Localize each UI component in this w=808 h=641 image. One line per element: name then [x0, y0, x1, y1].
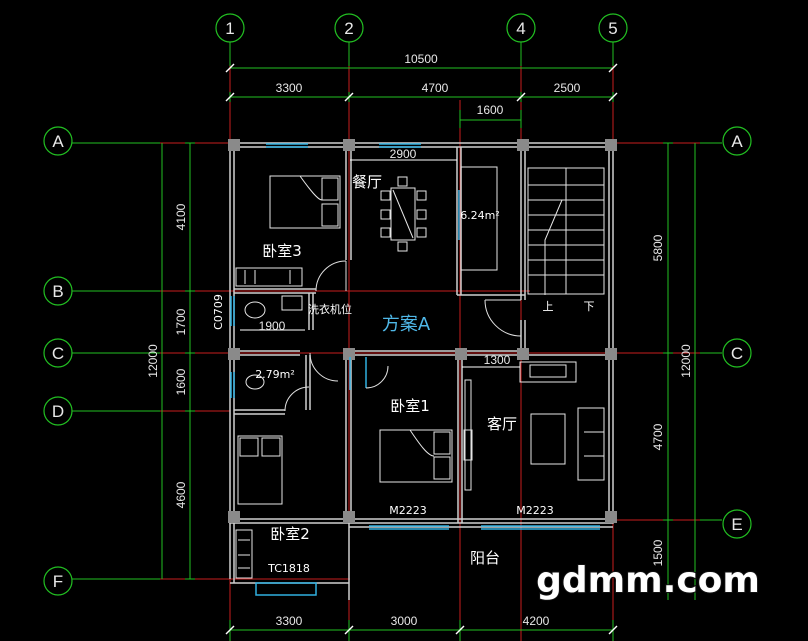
dim-bottom-2: 3000 — [391, 614, 418, 628]
kitchen-counter — [460, 166, 498, 271]
axis-bubbles-right — [722, 126, 752, 539]
dim-right-total: 12000 — [679, 344, 693, 378]
axis-bubbles-top — [215, 13, 628, 43]
plan-title: 方案A — [382, 314, 431, 335]
room-living: 客厅 — [487, 415, 517, 433]
area-bath: 2.79m² — [255, 368, 295, 381]
axis-label-right-e: E — [731, 515, 742, 534]
dim-living-1300: 1300 — [484, 353, 511, 367]
room-bedroom1: 卧室1 — [390, 397, 430, 415]
dim-dining-2900: 2900 — [390, 147, 417, 161]
axis-label-left-d: D — [52, 402, 64, 421]
axis-label-top-4: 4 — [516, 19, 525, 38]
dim-right-2: 4700 — [651, 423, 665, 450]
window-tc1818: TC1818 — [267, 562, 310, 575]
inner-dims — [240, 159, 520, 368]
washer-label: 洗衣机位 — [308, 302, 352, 316]
stair-up-label: 上 — [543, 300, 554, 313]
dim-right-3: 1500 — [651, 539, 665, 566]
doors — [284, 260, 522, 412]
dim-left-total: 12000 — [146, 344, 160, 378]
axis-label-top-1: 1 — [225, 19, 234, 38]
dining-table — [380, 176, 427, 252]
stairs — [527, 167, 605, 295]
dimension-ticks — [225, 63, 618, 635]
dim-top-sub: 1600 — [477, 103, 504, 117]
dim-top-3: 2500 — [554, 81, 581, 95]
beds — [237, 175, 453, 505]
dim-top-1: 3300 — [276, 81, 303, 95]
axis-label-left-a: A — [52, 132, 64, 151]
wardrobes — [235, 267, 303, 579]
dim-bath-1900: 1900 — [259, 319, 286, 333]
room-bedroom2: 卧室2 — [270, 525, 310, 543]
door-m2223-right: M2223 — [516, 504, 554, 517]
axis-label-left-c: C — [52, 344, 64, 363]
axis-label-right-c: C — [731, 344, 743, 363]
room-dining: 餐厅 — [352, 173, 382, 191]
stair-down-label: 下 — [584, 300, 595, 313]
dim-right-1: 5800 — [651, 234, 665, 261]
door-m2223-left: M2223 — [389, 504, 427, 517]
dim-left-3: 1600 — [174, 368, 188, 395]
columns — [228, 139, 617, 523]
dim-left-4: 4600 — [174, 481, 188, 508]
dim-left-1: 4100 — [174, 203, 188, 230]
axis-lines — [70, 30, 720, 641]
dim-bottom-3: 4200 — [523, 614, 550, 628]
window-c0709-label: C0709 — [212, 294, 225, 330]
room-balcony: 阳台 — [470, 549, 500, 567]
windows — [230, 143, 600, 596]
axis-label-top-2: 2 — [344, 19, 353, 38]
dimension-lines — [72, 40, 722, 641]
dim-bottom-1: 3300 — [276, 614, 303, 628]
bath-fixtures — [244, 295, 303, 390]
axis-label-left-b: B — [52, 282, 63, 301]
axis-label-top-5: 5 — [608, 19, 617, 38]
room-bedroom3: 卧室3 — [262, 242, 302, 260]
axis-bubbles-left — [43, 126, 73, 596]
axis-label-right-a: A — [731, 132, 743, 151]
watermark: gdmm.com — [536, 560, 760, 601]
living-furniture — [463, 361, 605, 491]
dim-left-2: 1700 — [174, 308, 188, 335]
dim-top-2: 4700 — [422, 81, 449, 95]
area-kitchen: 6.24m² — [460, 209, 500, 222]
dim-top-total: 10500 — [404, 52, 438, 66]
axis-label-left-f: F — [53, 572, 63, 591]
